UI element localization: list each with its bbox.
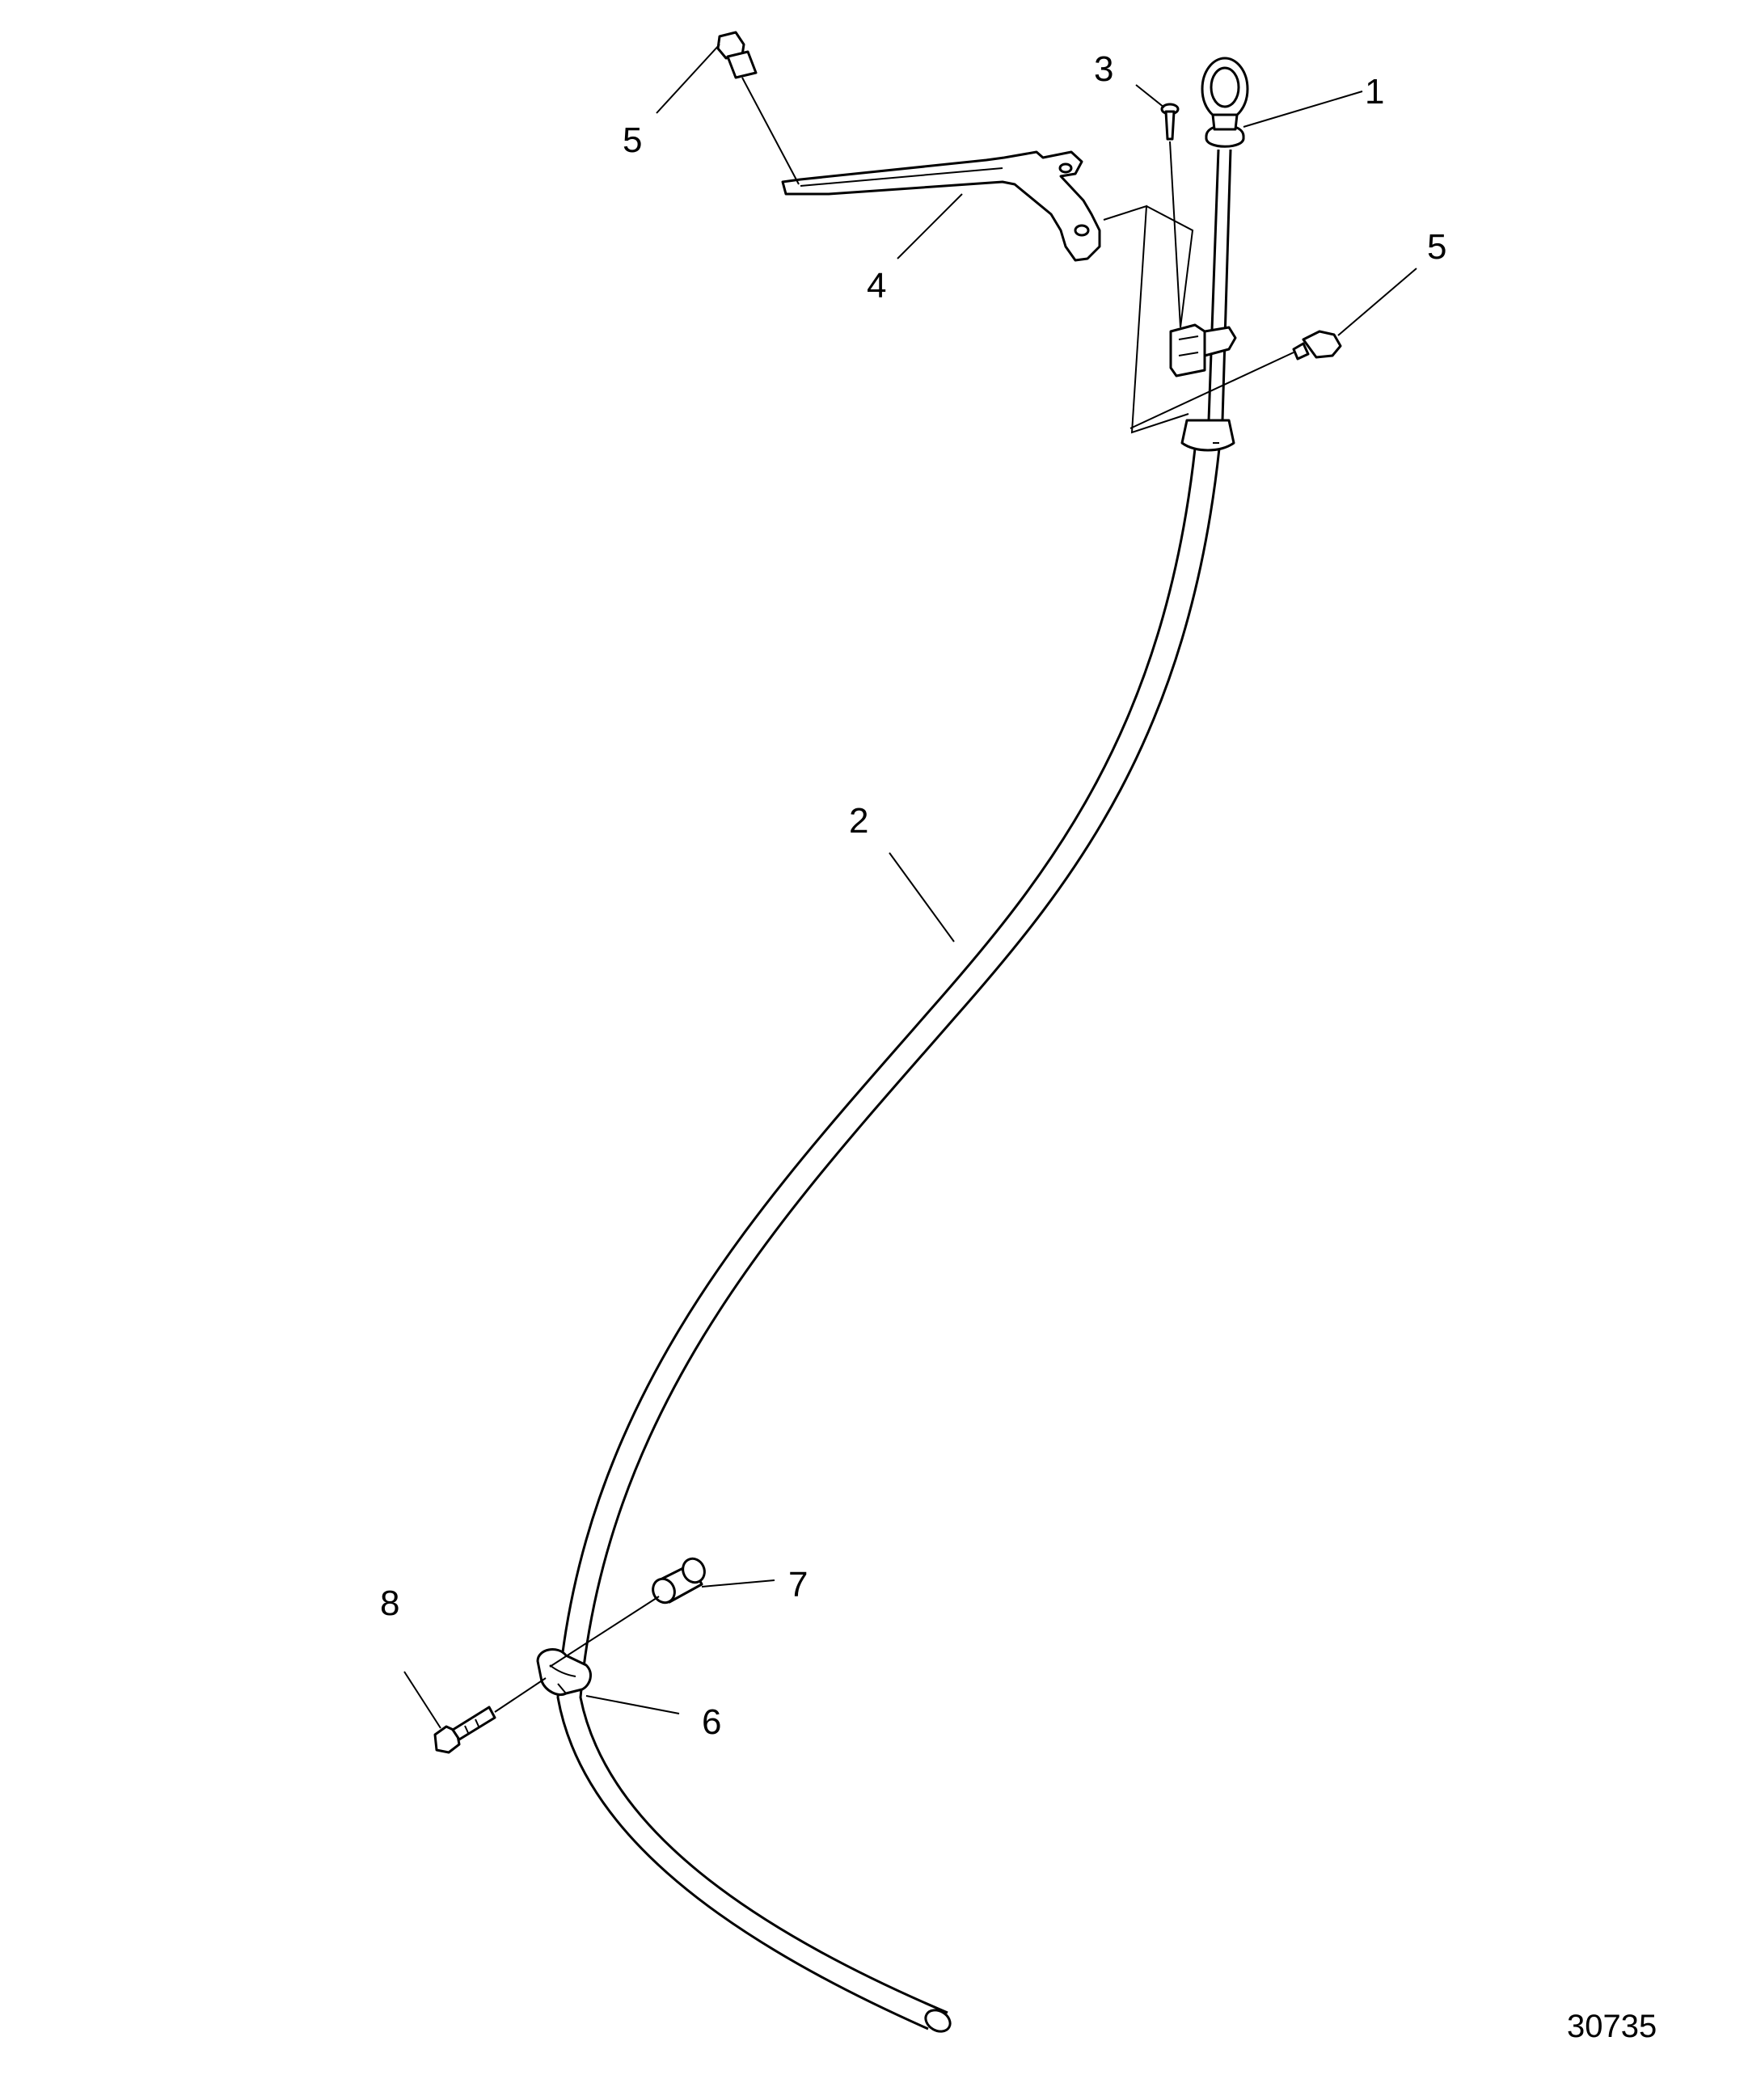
callout-2: 2 <box>849 801 868 841</box>
leader-lines <box>403 44 1417 1729</box>
drawing-number: 30735 <box>1567 2009 1657 2044</box>
leader-5-right <box>1337 268 1417 336</box>
callout-5b: 5 <box>1427 227 1446 267</box>
screw-part-5-right <box>1129 330 1342 429</box>
dipstick <box>1201 57 1249 421</box>
leader-4 <box>897 193 963 259</box>
screw-part-3 <box>1160 103 1181 328</box>
alignment-line <box>1103 205 1189 434</box>
leader-1 <box>1243 91 1363 128</box>
alignment-line-2 <box>1146 205 1194 328</box>
dipstick-bracket-clip <box>1169 323 1237 377</box>
bolt-part-5-top <box>716 31 800 185</box>
leader-7 <box>701 1579 775 1588</box>
bolt-part-8 <box>433 1677 547 1754</box>
callout-4: 4 <box>867 266 886 306</box>
mounting-bracket <box>781 150 1101 262</box>
leader-6 <box>585 1695 680 1714</box>
callout-7: 7 <box>788 1565 808 1605</box>
clamp <box>536 1648 592 1696</box>
callout-labels: 1 2 3 4 5 5 6 7 8 <box>380 49 1446 1742</box>
callout-3: 3 <box>1094 49 1113 89</box>
leader-3 <box>1135 84 1165 108</box>
callout-6: 6 <box>702 1702 721 1742</box>
leader-8 <box>403 1671 441 1729</box>
leader-5-top <box>656 44 720 114</box>
callout-5a: 5 <box>623 120 642 160</box>
leader-2 <box>889 852 955 942</box>
tube-collar <box>1180 419 1235 452</box>
dipstick-tube <box>556 448 1221 2033</box>
callout-8: 8 <box>380 1583 399 1623</box>
spacer <box>549 1557 706 1668</box>
callout-1: 1 <box>1365 72 1384 112</box>
